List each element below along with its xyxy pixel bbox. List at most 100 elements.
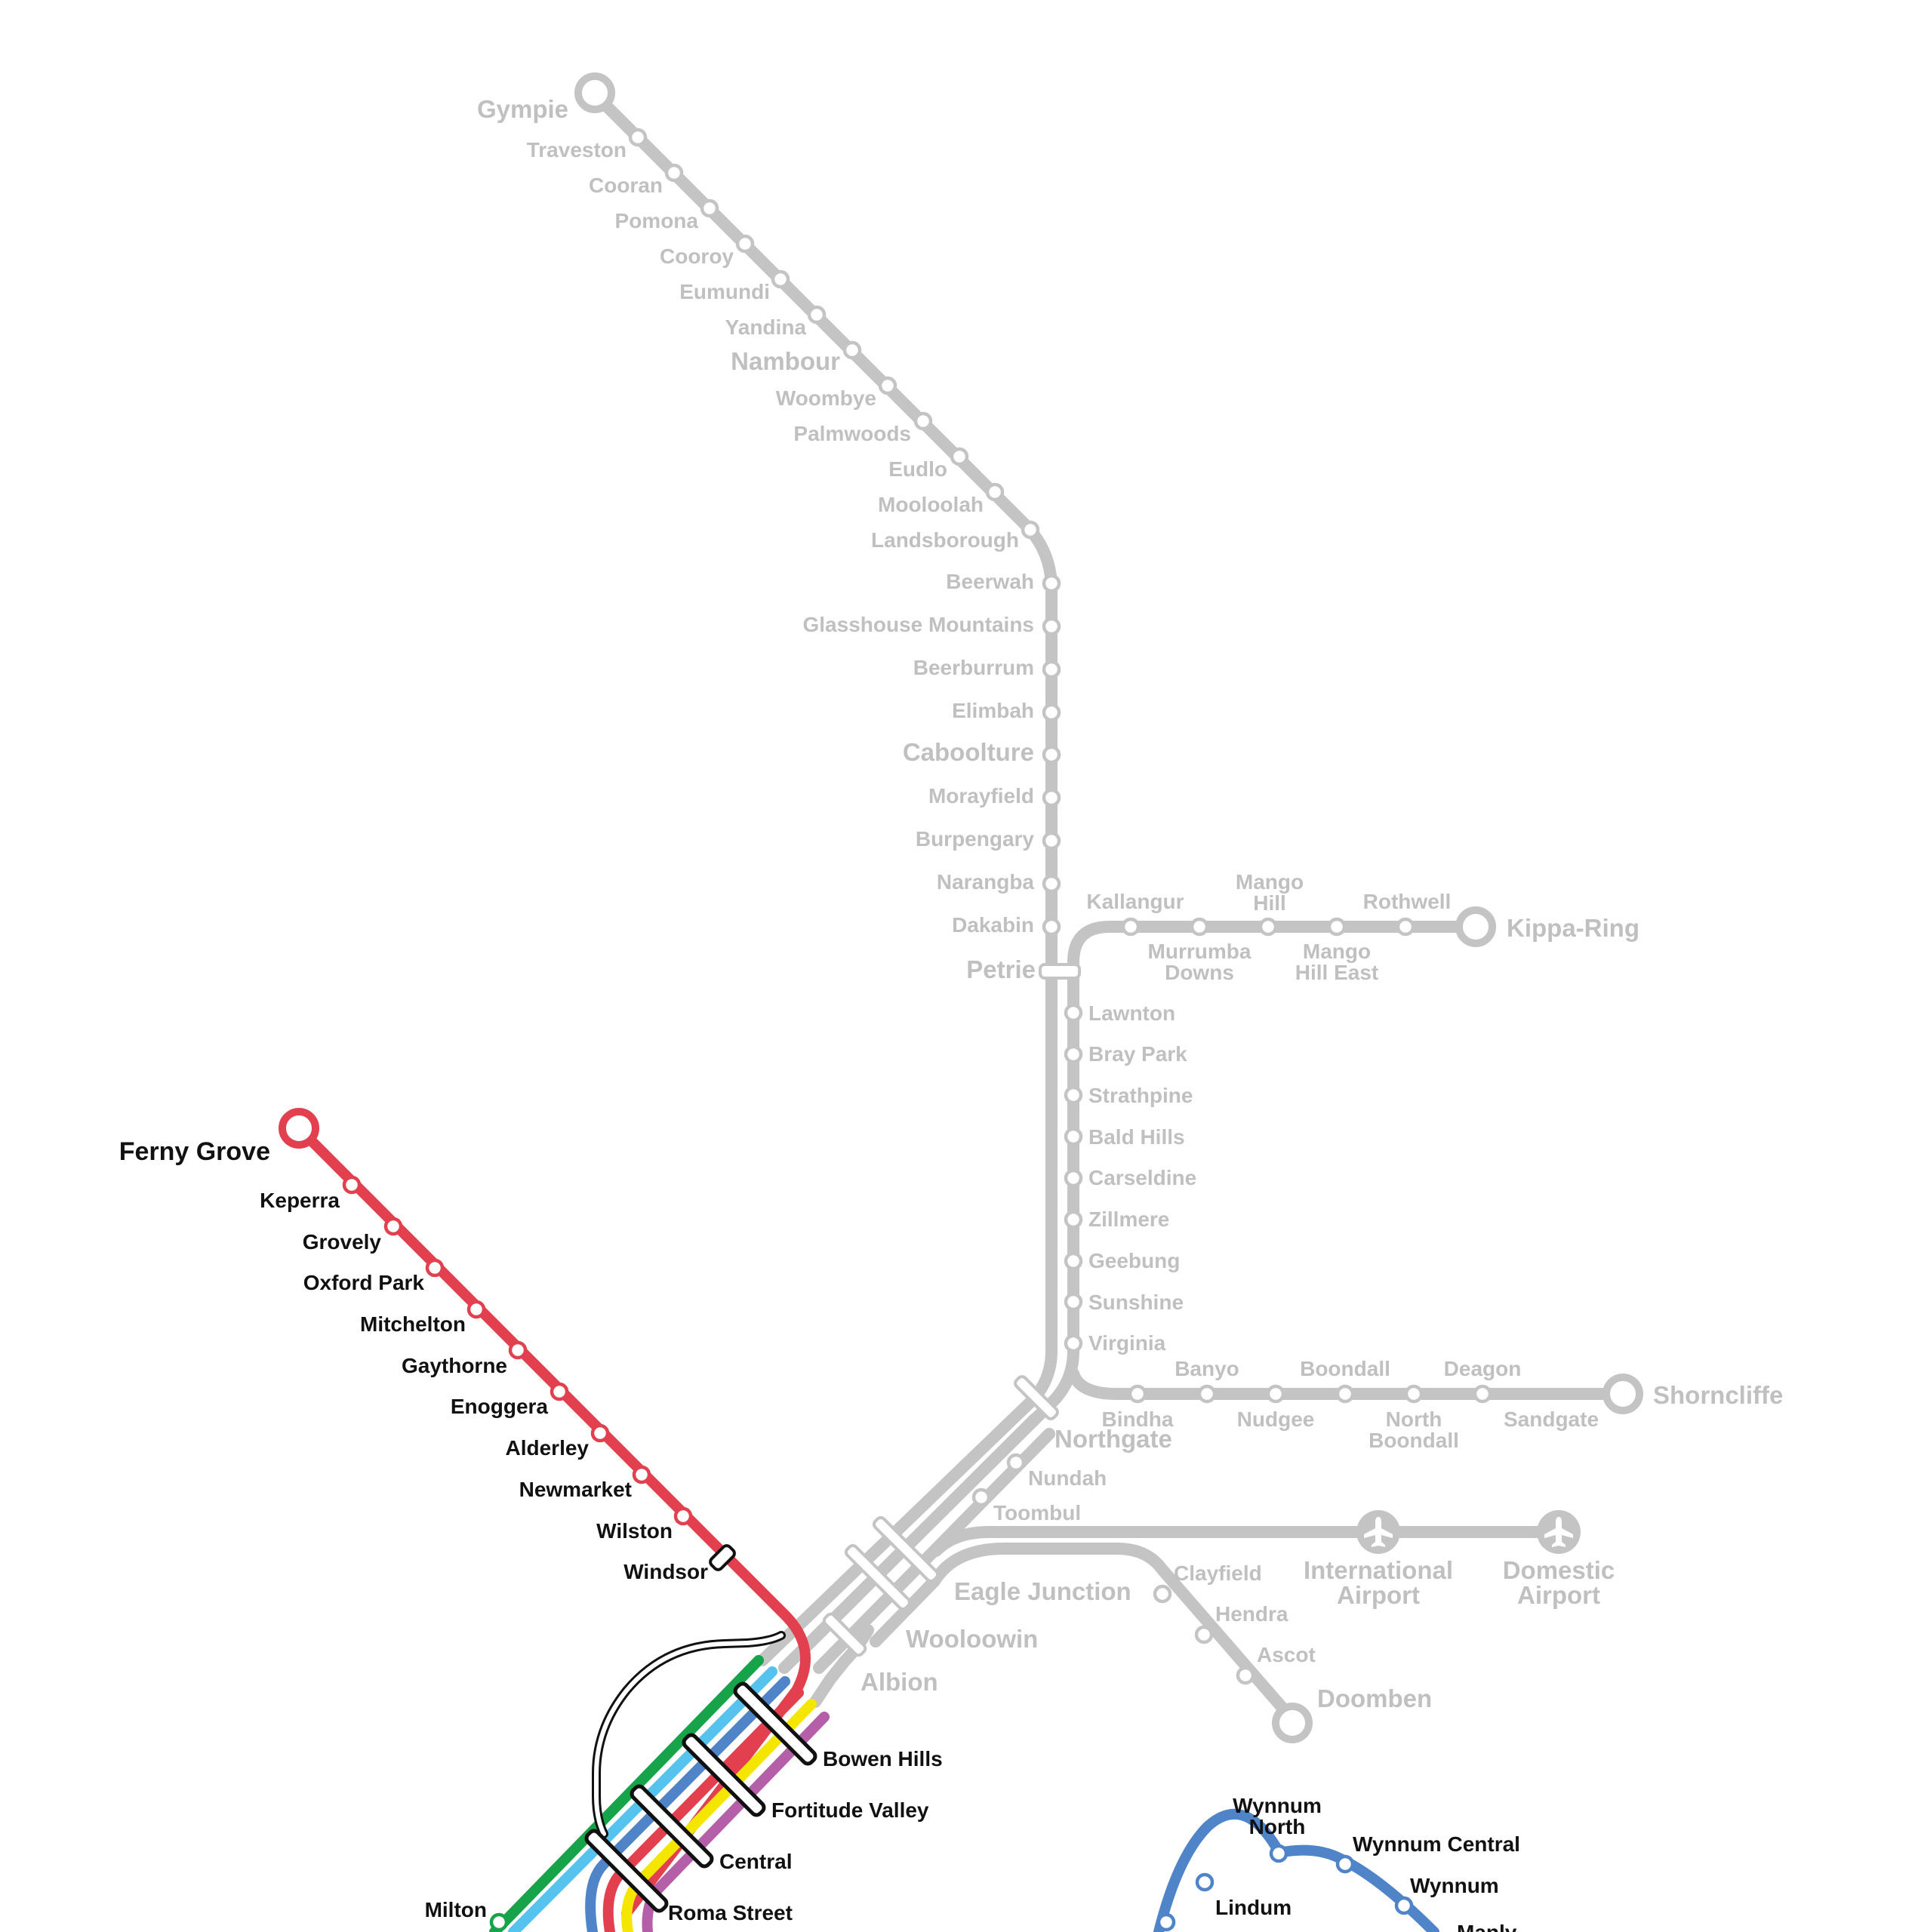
station-stop-icon[interactable]	[950, 447, 969, 466]
station-label-beerburrum[interactable]: Beerburrum	[913, 656, 1034, 679]
station-label-caboolture[interactable]: Caboolture	[903, 738, 1034, 766]
station-stop-icon[interactable]	[1064, 1168, 1083, 1188]
station-stop-icon[interactable]	[466, 1300, 486, 1319]
station-label-intl-airport-line2[interactable]: Airport	[1337, 1581, 1420, 1609]
terminus-station-icon[interactable]	[1455, 906, 1496, 947]
station-label-gaythorne[interactable]: Gaythorne	[402, 1354, 507, 1377]
station-label-morayfield[interactable]: Morayfield	[928, 784, 1034, 808]
station-stop-icon[interactable]	[878, 376, 897, 395]
station-stop-icon[interactable]	[735, 234, 755, 254]
station-label-traveston[interactable]: Traveston	[527, 138, 627, 162]
station-label-rothwell[interactable]: Rothwell	[1363, 890, 1452, 913]
interchange-station-icon[interactable]	[844, 1543, 912, 1611]
station-label-manly[interactable]: Manly	[1457, 1921, 1517, 1932]
station-stop-icon[interactable]	[508, 1340, 528, 1360]
station-label-doomben[interactable]: Doomben	[1317, 1684, 1432, 1712]
station-label-mango-hill-line1[interactable]: Mango	[1236, 870, 1304, 894]
station-label-elimbah[interactable]: Elimbah	[952, 699, 1034, 722]
station-stop-icon[interactable]	[425, 1258, 445, 1278]
interchange-station-icon[interactable]	[1014, 1375, 1060, 1421]
station-stop-icon[interactable]	[1194, 1625, 1214, 1644]
station-label-bowen-hills[interactable]: Bowen Hills	[823, 1747, 943, 1770]
station-label-ferny-grove[interactable]: Ferny Grove	[119, 1137, 270, 1166]
interchange-station-icon[interactable]	[872, 1515, 940, 1583]
station-stop-icon[interactable]	[489, 1912, 509, 1932]
station-label-shorncliffe[interactable]: Shorncliffe	[1653, 1381, 1783, 1409]
station-label-eumundi[interactable]: Eumundi	[679, 280, 770, 303]
station-stop-icon[interactable]	[1195, 1872, 1215, 1892]
station-label-beerwah[interactable]: Beerwah	[946, 570, 1034, 593]
station-label-narangba[interactable]: Narangba	[937, 870, 1035, 894]
station-stop-icon[interactable]	[1042, 745, 1061, 764]
station-label-dakabin[interactable]: Dakabin	[952, 913, 1034, 937]
station-label-glasshouse[interactable]: Glasshouse Mountains	[803, 613, 1035, 636]
station-stop-icon[interactable]	[1042, 574, 1061, 593]
station-stop-icon[interactable]	[807, 305, 827, 325]
station-label-wilston[interactable]: Wilston	[596, 1519, 673, 1543]
station-label-dom-airport-line1[interactable]: Domestic	[1503, 1556, 1615, 1584]
station-label-windsor[interactable]: Windsor	[623, 1560, 708, 1583]
station-label-bald-hills[interactable]: Bald Hills	[1088, 1125, 1185, 1149]
station-label-zillmere[interactable]: Zillmere	[1088, 1208, 1169, 1231]
station-label-carseldine[interactable]: Carseldine	[1088, 1166, 1196, 1189]
station-label-clayfield[interactable]: Clayfield	[1174, 1561, 1262, 1585]
station-stop-icon[interactable]	[1394, 1896, 1414, 1915]
station-label-mitchelton[interactable]: Mitchelton	[360, 1312, 466, 1336]
station-stop-icon[interactable]	[1042, 917, 1061, 937]
station-stop-icon[interactable]	[1042, 788, 1061, 808]
station-label-north-boondall-line2[interactable]: Boondall	[1369, 1429, 1459, 1452]
station-stop-icon[interactable]	[1042, 831, 1061, 851]
station-label-wooloowin[interactable]: Wooloowin	[906, 1625, 1038, 1653]
station-label-murrumba-line1[interactable]: Murrumba	[1148, 940, 1252, 963]
station-label-eagle-junction[interactable]: Eagle Junction	[954, 1577, 1131, 1605]
station-stop-icon[interactable]	[1064, 1251, 1083, 1271]
station-stop-icon[interactable]	[1042, 617, 1061, 636]
station-label-wynnum-north-line1[interactable]: Wynnum	[1233, 1794, 1322, 1817]
station-label-wynnum[interactable]: Wynnum	[1410, 1874, 1499, 1897]
station-label-ascot[interactable]: Ascot	[1257, 1643, 1316, 1666]
station-label-cooran[interactable]: Cooran	[589, 174, 663, 197]
station-stop-icon[interactable]	[1327, 917, 1347, 937]
station-label-murrumba-line2[interactable]: Downs	[1165, 961, 1234, 984]
station-stop-icon[interactable]	[1236, 1666, 1255, 1685]
station-label-nundah[interactable]: Nundah	[1028, 1466, 1107, 1490]
station-label-woombye[interactable]: Woombye	[776, 386, 876, 410]
station-stop-icon[interactable]	[1258, 917, 1278, 937]
station-label-boondall[interactable]: Boondall	[1300, 1357, 1390, 1380]
station-stop-icon[interactable]	[1121, 917, 1141, 937]
station-label-bindha[interactable]: Bindha	[1102, 1407, 1174, 1431]
station-label-grovely[interactable]: Grovely	[303, 1230, 382, 1254]
station-label-north-boondall-line1[interactable]: North	[1386, 1407, 1442, 1431]
station-stop-icon[interactable]	[1064, 1085, 1083, 1105]
station-label-mango-hill-line2[interactable]: Hill	[1253, 891, 1286, 915]
interchange-station-icon[interactable]	[733, 1681, 817, 1766]
station-label-newmarket[interactable]: Newmarket	[519, 1478, 632, 1501]
station-label-palmwoods[interactable]: Palmwoods	[793, 422, 911, 445]
station-stop-icon[interactable]	[1190, 917, 1209, 937]
station-label-albion[interactable]: Albion	[861, 1668, 938, 1696]
interchange-station-icon[interactable]	[584, 1829, 669, 1913]
station-label-strathpine[interactable]: Strathpine	[1088, 1084, 1193, 1107]
station-stop-icon[interactable]	[971, 1487, 991, 1507]
station-stop-icon[interactable]	[673, 1506, 693, 1526]
station-label-oxford-park[interactable]: Oxford Park	[303, 1271, 425, 1294]
terminus-station-icon[interactable]	[279, 1108, 319, 1149]
station-stop-icon[interactable]	[1153, 1584, 1172, 1604]
station-stop-icon[interactable]	[1042, 660, 1061, 679]
station-stop-icon[interactable]	[1128, 1384, 1147, 1404]
station-stop-icon[interactable]	[1156, 1912, 1176, 1932]
station-label-gympie[interactable]: Gympie	[477, 95, 568, 123]
station-label-keperra[interactable]: Keperra	[260, 1189, 340, 1212]
station-stop-icon[interactable]	[342, 1175, 362, 1195]
station-label-yandina[interactable]: Yandina	[725, 315, 807, 339]
station-stop-icon[interactable]	[1064, 1003, 1083, 1023]
station-label-kallangur[interactable]: Kallangur	[1086, 890, 1184, 913]
station-stop-icon[interactable]	[550, 1382, 569, 1401]
station-stop-icon[interactable]	[1042, 874, 1061, 894]
station-stop-icon[interactable]	[628, 128, 648, 147]
station-stop-icon[interactable]	[1266, 1384, 1285, 1404]
station-label-mango-hill-east-line2[interactable]: Hill East	[1295, 961, 1378, 984]
station-label-lawnton[interactable]: Lawnton	[1088, 1001, 1175, 1025]
terminus-station-icon[interactable]	[1603, 1374, 1643, 1414]
station-label-milton[interactable]: Milton	[425, 1898, 487, 1921]
